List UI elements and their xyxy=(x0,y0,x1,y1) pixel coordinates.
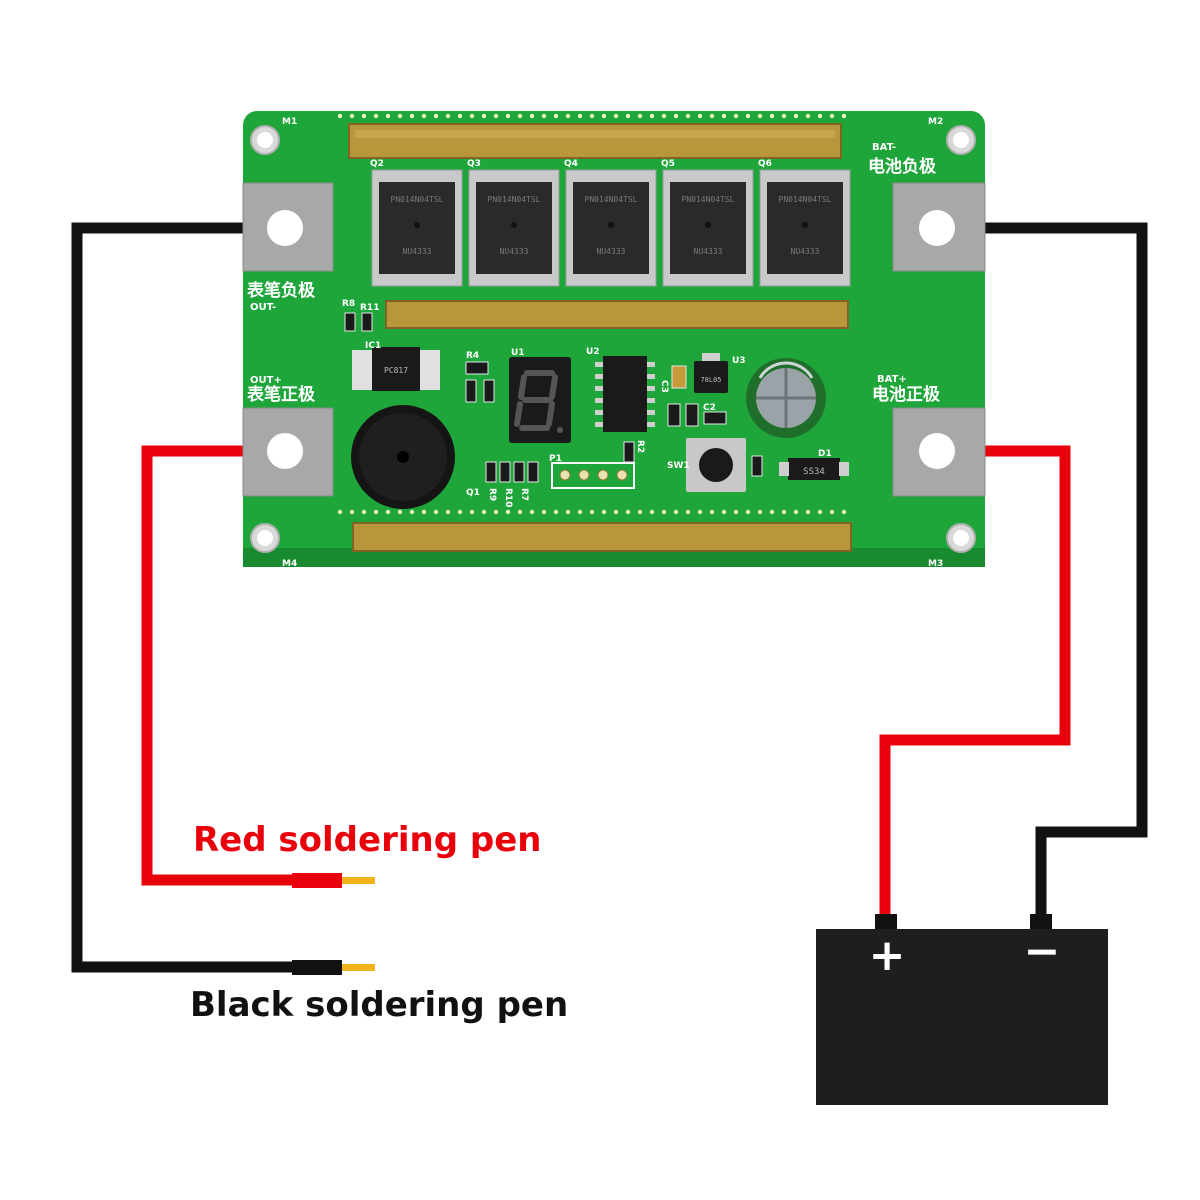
black-pen-wire xyxy=(71,222,340,973)
label-r11: R11 xyxy=(360,303,379,313)
pen-ends xyxy=(292,873,375,975)
microcontroller-u2 xyxy=(595,356,655,432)
label-bat-neg-cn: 电池负极 xyxy=(868,156,936,177)
label-m2: M2 xyxy=(928,117,943,127)
label-q6: Q6 xyxy=(758,159,772,169)
black-pen-sleeve xyxy=(292,960,342,975)
battery-negative-terminal xyxy=(1030,914,1052,932)
pad-out-negative xyxy=(242,182,334,272)
regulator-u3: 78L05 xyxy=(694,353,728,393)
battery-minus-symbol: − xyxy=(1024,926,1061,977)
u3-marking: 78L05 xyxy=(700,376,721,384)
label-q4: Q4 xyxy=(564,159,578,169)
mosfet-q5: PN014N04TSL NU4333 xyxy=(662,169,754,287)
label-out-neg-en: OUT- xyxy=(250,302,276,313)
label-m1: M1 xyxy=(282,117,297,127)
label-bat-pos-en: BAT+ xyxy=(877,374,907,385)
label-d1: D1 xyxy=(818,449,832,459)
mosfet-bottom-marking: NU4333 xyxy=(791,247,820,256)
label-q2: Q2 xyxy=(370,159,384,169)
seven-segment-display xyxy=(509,357,571,443)
label-c2: C2 xyxy=(703,403,716,413)
mosfet-q6: PN014N04TSL NU4333 xyxy=(759,169,851,287)
pad-bat-positive xyxy=(892,407,986,497)
label-r10: R10 xyxy=(503,488,513,507)
label-m3: M3 xyxy=(928,559,943,569)
label-sw1: SW1 xyxy=(667,461,690,471)
buzzer xyxy=(351,405,455,509)
red-pen-tip xyxy=(342,877,375,884)
label-out-pos-en: OUT+ xyxy=(250,375,282,386)
label-m4: M4 xyxy=(282,559,297,569)
mosfet-bottom-marking: NU4333 xyxy=(597,247,626,256)
header-p1 xyxy=(551,462,635,489)
bus-bar-bottom xyxy=(352,522,852,552)
battery-plus-symbol: + xyxy=(869,930,906,981)
battery: + − xyxy=(816,914,1108,1105)
label-ic1: IC1 xyxy=(365,341,381,351)
silkscreen-labels: M1 M2 M3 M4 表笔负极 OUT- OUT+ 表笔正极 BAT- 电池负… xyxy=(247,117,943,569)
via-rows xyxy=(337,113,847,515)
mosfet-q4: PN014N04TSL NU4333 xyxy=(565,169,657,287)
label-r2: R2 xyxy=(635,440,645,453)
mounting-holes xyxy=(250,125,976,553)
battery-body xyxy=(816,929,1108,1105)
electrolytic-capacitor xyxy=(746,358,826,438)
label-u3: U3 xyxy=(732,356,746,366)
mosfet-top-marking: PN014N04TSL xyxy=(682,195,735,204)
label-r8: R8 xyxy=(342,299,355,309)
optocoupler-ic1: PC817 xyxy=(352,347,440,391)
battery-negative-wire xyxy=(975,222,1148,918)
label-u1: U1 xyxy=(511,348,525,358)
battery-positive-wire xyxy=(879,445,1071,918)
label-out-neg-cn: 表笔负极 xyxy=(247,280,315,301)
label-out-pos-cn: 表笔正极 xyxy=(247,384,315,405)
mosfet-bottom-marking: NU4333 xyxy=(694,247,723,256)
label-c3: C3 xyxy=(659,380,669,393)
label-q5: Q5 xyxy=(661,159,675,169)
diode-marking: SS34 xyxy=(803,467,825,477)
wires xyxy=(71,222,1148,973)
black-pen-tip xyxy=(342,964,375,971)
bus-bar-middle xyxy=(385,300,849,329)
label-bat-neg-en: BAT- xyxy=(872,142,896,153)
mosfet-top-marking: PN014N04TSL xyxy=(585,195,638,204)
bus-bar-top xyxy=(348,123,842,159)
mosfet-bottom-marking: NU4333 xyxy=(500,247,529,256)
label-q3: Q3 xyxy=(467,159,481,169)
mosfet-top-marking: PN014N04TSL xyxy=(488,195,541,204)
black-pen-caption: Black soldering pen xyxy=(190,985,569,1025)
mosfet-top-marking: PN014N04TSL xyxy=(391,195,444,204)
mosfet-bottom-marking: NU4333 xyxy=(403,247,432,256)
label-p1: P1 xyxy=(549,454,562,464)
pcb-edge-shade xyxy=(243,548,985,567)
label-bat-pos-cn: 电池正极 xyxy=(872,384,940,405)
mosfet-array: PN014N04TSLNU4333PN014N04TSLNU4333PN014N… xyxy=(371,169,851,287)
bus-bars xyxy=(348,123,852,552)
label-u2: U2 xyxy=(586,347,600,357)
label-q1: Q1 xyxy=(466,488,480,498)
red-pen-wire xyxy=(141,445,340,886)
mosfet-q2: PN014N04TSL NU4333 xyxy=(371,169,463,287)
terminal-pads xyxy=(242,182,986,497)
mosfet-q3: PN014N04TSL NU4333 xyxy=(468,169,560,287)
mosfet-top-marking: PN014N04TSL xyxy=(779,195,832,204)
pad-bat-negative xyxy=(892,182,986,272)
label-r7: R7 xyxy=(519,488,529,501)
pad-out-positive xyxy=(242,407,334,497)
diode-d1: SS34 xyxy=(779,458,849,480)
smd-components xyxy=(344,312,763,483)
red-pen-caption: Red soldering pen xyxy=(193,820,542,860)
ic1-marking: PC817 xyxy=(384,366,408,375)
battery-positive-terminal xyxy=(875,914,897,932)
label-r9: R9 xyxy=(487,488,497,501)
label-r4: R4 xyxy=(466,351,479,361)
pcb-board: PN014N04TSLNU4333PN014N04TSLNU4333PN014N… xyxy=(242,111,986,569)
push-button-sw1 xyxy=(686,438,746,492)
red-pen-sleeve xyxy=(292,873,342,888)
